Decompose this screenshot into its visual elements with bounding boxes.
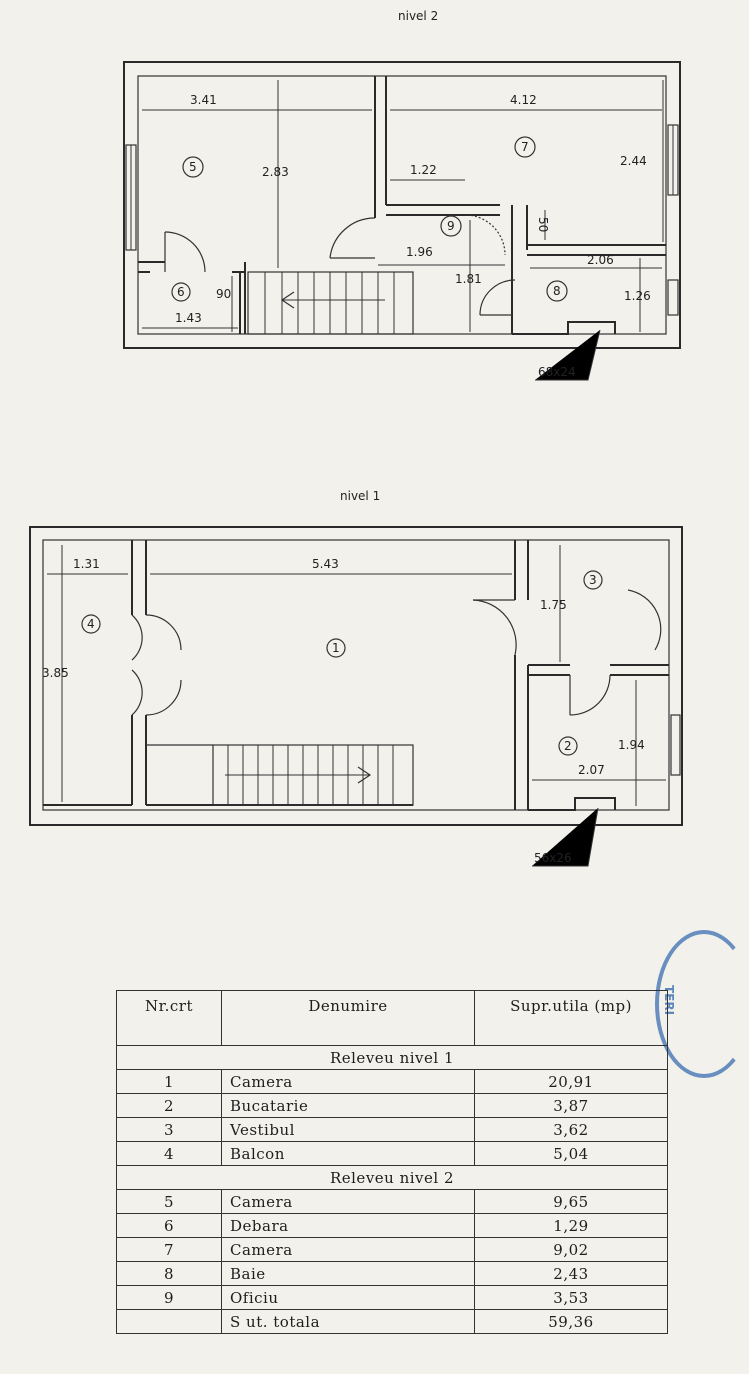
table-row: 4 Balcon 5,04 xyxy=(116,1141,668,1166)
row-nr: 5 xyxy=(116,1189,222,1214)
window-note-68x24: 68x24 xyxy=(538,365,576,379)
area-table: Nr.crt Denumire Supr.utila (mp) Releveu … xyxy=(116,990,668,1334)
room-4-label: 4 xyxy=(87,617,95,631)
row-area: 9,02 xyxy=(474,1237,668,1262)
row-nr: 7 xyxy=(116,1237,222,1262)
room-1-label: 1 xyxy=(332,641,340,655)
row-area: 9,65 xyxy=(474,1189,668,1214)
row-area: 3,87 xyxy=(474,1093,668,1118)
row-name: Debara xyxy=(221,1213,475,1238)
header-area: Supr.utila (mp) xyxy=(474,990,668,1046)
row-name: Oficiu xyxy=(221,1285,475,1310)
section-level2-label: Releveu nivel 2 xyxy=(116,1165,668,1190)
table-row: 9 Oficiu 3,53 xyxy=(116,1285,668,1310)
row-nr: 9 xyxy=(116,1285,222,1310)
row-nr: 1 xyxy=(116,1069,222,1094)
dim-3-41: 3.41 xyxy=(190,93,217,107)
row-nr: 4 xyxy=(116,1141,222,1166)
window-note-56x26: 56x26 xyxy=(534,851,572,865)
section-row-level1: Releveu nivel 1 xyxy=(116,1045,668,1070)
total-row: S ut. totala 59,36 xyxy=(116,1309,668,1334)
dim-1-94: 1.94 xyxy=(618,738,645,752)
dim-90: 90 xyxy=(216,287,231,301)
dim-1-22: 1.22 xyxy=(410,163,437,177)
floor-plans: nivel 2 xyxy=(29,9,683,867)
row-area: 2,43 xyxy=(474,1261,668,1286)
dim-4-12: 4.12 xyxy=(510,93,537,107)
total-area: 59,36 xyxy=(474,1309,668,1334)
level2-plan xyxy=(123,61,681,381)
row-name: Camera xyxy=(221,1069,475,1094)
dim-3-85: 3.85 xyxy=(42,666,69,680)
dim-50: 50 xyxy=(536,217,550,232)
table-row: 1 Camera 20,91 xyxy=(116,1069,668,1094)
total-nr xyxy=(116,1309,222,1334)
dim-1-81: 1.81 xyxy=(455,272,482,286)
header-nr: Nr.crt xyxy=(116,990,222,1046)
dim-2-83: 2.83 xyxy=(262,165,289,179)
row-area: 5,04 xyxy=(474,1141,668,1166)
room-8-label: 8 xyxy=(553,284,561,298)
dim-5-43: 5.43 xyxy=(312,557,339,571)
dim-2-06: 2.06 xyxy=(587,253,614,267)
room-9-label: 9 xyxy=(447,219,455,233)
dim-1-43: 1.43 xyxy=(175,311,202,325)
table-row: 8 Baie 2,43 xyxy=(116,1261,668,1286)
table-row: 5 Camera 9,65 xyxy=(116,1189,668,1214)
table-header-row: Nr.crt Denumire Supr.utila (mp) xyxy=(116,990,668,1046)
row-nr: 3 xyxy=(116,1117,222,1142)
row-area: 3,62 xyxy=(474,1117,668,1142)
row-name: Balcon xyxy=(221,1141,475,1166)
room-2-label: 2 xyxy=(564,739,572,753)
section-row-level2: Releveu nivel 2 xyxy=(116,1165,668,1190)
table-row: 7 Camera 9,02 xyxy=(116,1237,668,1262)
row-name: Baie xyxy=(221,1261,475,1286)
dim-1-26: 1.26 xyxy=(624,289,651,303)
row-nr: 8 xyxy=(116,1261,222,1286)
table-row: 6 Debara 1,29 xyxy=(116,1213,668,1238)
header-name: Denumire xyxy=(221,990,475,1046)
row-nr: 2 xyxy=(116,1093,222,1118)
room-7-label: 7 xyxy=(521,140,529,154)
row-name: Vestibul xyxy=(221,1117,475,1142)
dim-1-75: 1.75 xyxy=(540,598,567,612)
row-area: 3,53 xyxy=(474,1285,668,1310)
row-name: Bucatarie xyxy=(221,1093,475,1118)
dim-2-44: 2.44 xyxy=(620,154,647,168)
dim-1-31: 1.31 xyxy=(73,557,100,571)
total-label: S ut. totala xyxy=(221,1309,475,1334)
room-3-label: 3 xyxy=(589,573,597,587)
row-area: 20,91 xyxy=(474,1069,668,1094)
table-row: 3 Vestibul 3,62 xyxy=(116,1117,668,1142)
row-name: Camera xyxy=(221,1237,475,1262)
table-row: 2 Bucatarie 3,87 xyxy=(116,1093,668,1118)
dim-2-07: 2.07 xyxy=(578,763,605,777)
level2-title: nivel 2 xyxy=(398,9,438,23)
area-table-container: Nr.crt Denumire Supr.utila (mp) Releveu … xyxy=(116,990,668,1334)
row-nr: 6 xyxy=(116,1213,222,1238)
room-5-label: 5 xyxy=(189,160,197,174)
row-area: 1,29 xyxy=(474,1213,668,1238)
dim-1-96: 1.96 xyxy=(406,245,433,259)
level1-plan xyxy=(29,526,683,867)
section-level1-label: Releveu nivel 1 xyxy=(116,1045,668,1070)
room-6-label: 6 xyxy=(177,285,185,299)
level1-title: nivel 1 xyxy=(340,489,380,503)
row-name: Camera xyxy=(221,1189,475,1214)
